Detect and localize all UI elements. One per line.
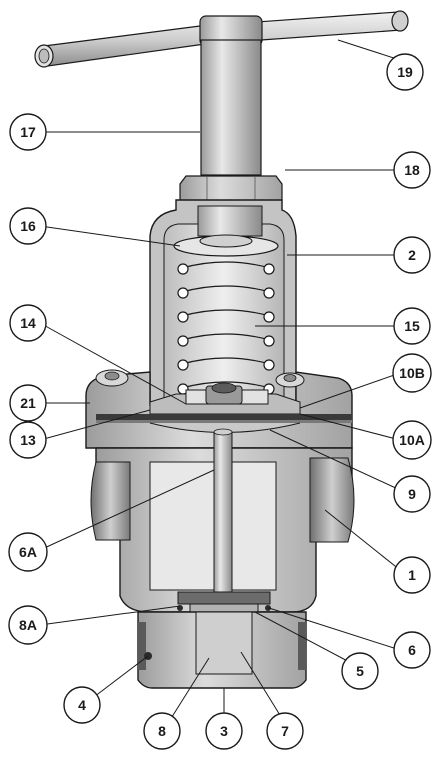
svg-text:8: 8 [158, 723, 166, 739]
callout-1: 1 [393, 556, 431, 594]
svg-text:6A: 6A [19, 544, 37, 560]
callout-7: 7 [266, 712, 304, 750]
svg-text:10B: 10B [399, 365, 425, 381]
callout-15: 15 [393, 307, 431, 345]
callout-9: 9 [393, 475, 431, 513]
callout-14: 14 [9, 304, 47, 342]
callout-4: 4 [63, 686, 101, 724]
callout-8a: 8A [8, 605, 48, 645]
bottom-cap [137, 611, 307, 689]
range-spring [177, 261, 275, 395]
leader-lines [39, 39, 401, 721]
callout-5: 5 [341, 652, 379, 690]
callout-2: 2 [393, 236, 431, 274]
callout-8: 8 [143, 712, 181, 750]
callout-17: 17 [9, 113, 47, 151]
callout-3: 3 [205, 712, 243, 750]
svg-text:14: 14 [20, 315, 36, 331]
bonnet [149, 199, 297, 406]
callout-6: 6 [393, 631, 431, 669]
pushrod [213, 428, 233, 601]
svg-text:3: 3 [220, 723, 228, 739]
svg-text:8A: 8A [19, 617, 37, 633]
svg-text:18: 18 [404, 162, 420, 178]
svg-text:15: 15 [404, 318, 420, 334]
svg-text:2: 2 [408, 247, 416, 263]
svg-text:5: 5 [356, 663, 364, 679]
adjusting-stem [200, 39, 262, 176]
callout-16: 16 [9, 207, 47, 245]
svg-text:4: 4 [78, 697, 86, 713]
svg-text:10A: 10A [399, 432, 425, 448]
svg-text:16: 16 [20, 218, 36, 234]
callout-19: 19 [386, 53, 424, 91]
callout-10a: 10A [392, 420, 432, 460]
svg-text:7: 7 [281, 723, 289, 739]
callout-21: 21 [9, 384, 47, 422]
svg-text:6: 6 [408, 642, 416, 658]
svg-text:1: 1 [408, 567, 416, 583]
svg-text:13: 13 [20, 432, 36, 448]
svg-text:17: 17 [20, 124, 36, 140]
callout-10b: 10B [392, 353, 432, 393]
svg-text:21: 21 [20, 395, 36, 411]
callout-18: 18 [393, 151, 431, 189]
callout-13: 13 [9, 421, 47, 459]
spring-button [173, 234, 279, 257]
svg-text:9: 9 [408, 486, 416, 502]
svg-text:19: 19 [397, 64, 413, 80]
callout-6a: 6A [8, 532, 48, 572]
